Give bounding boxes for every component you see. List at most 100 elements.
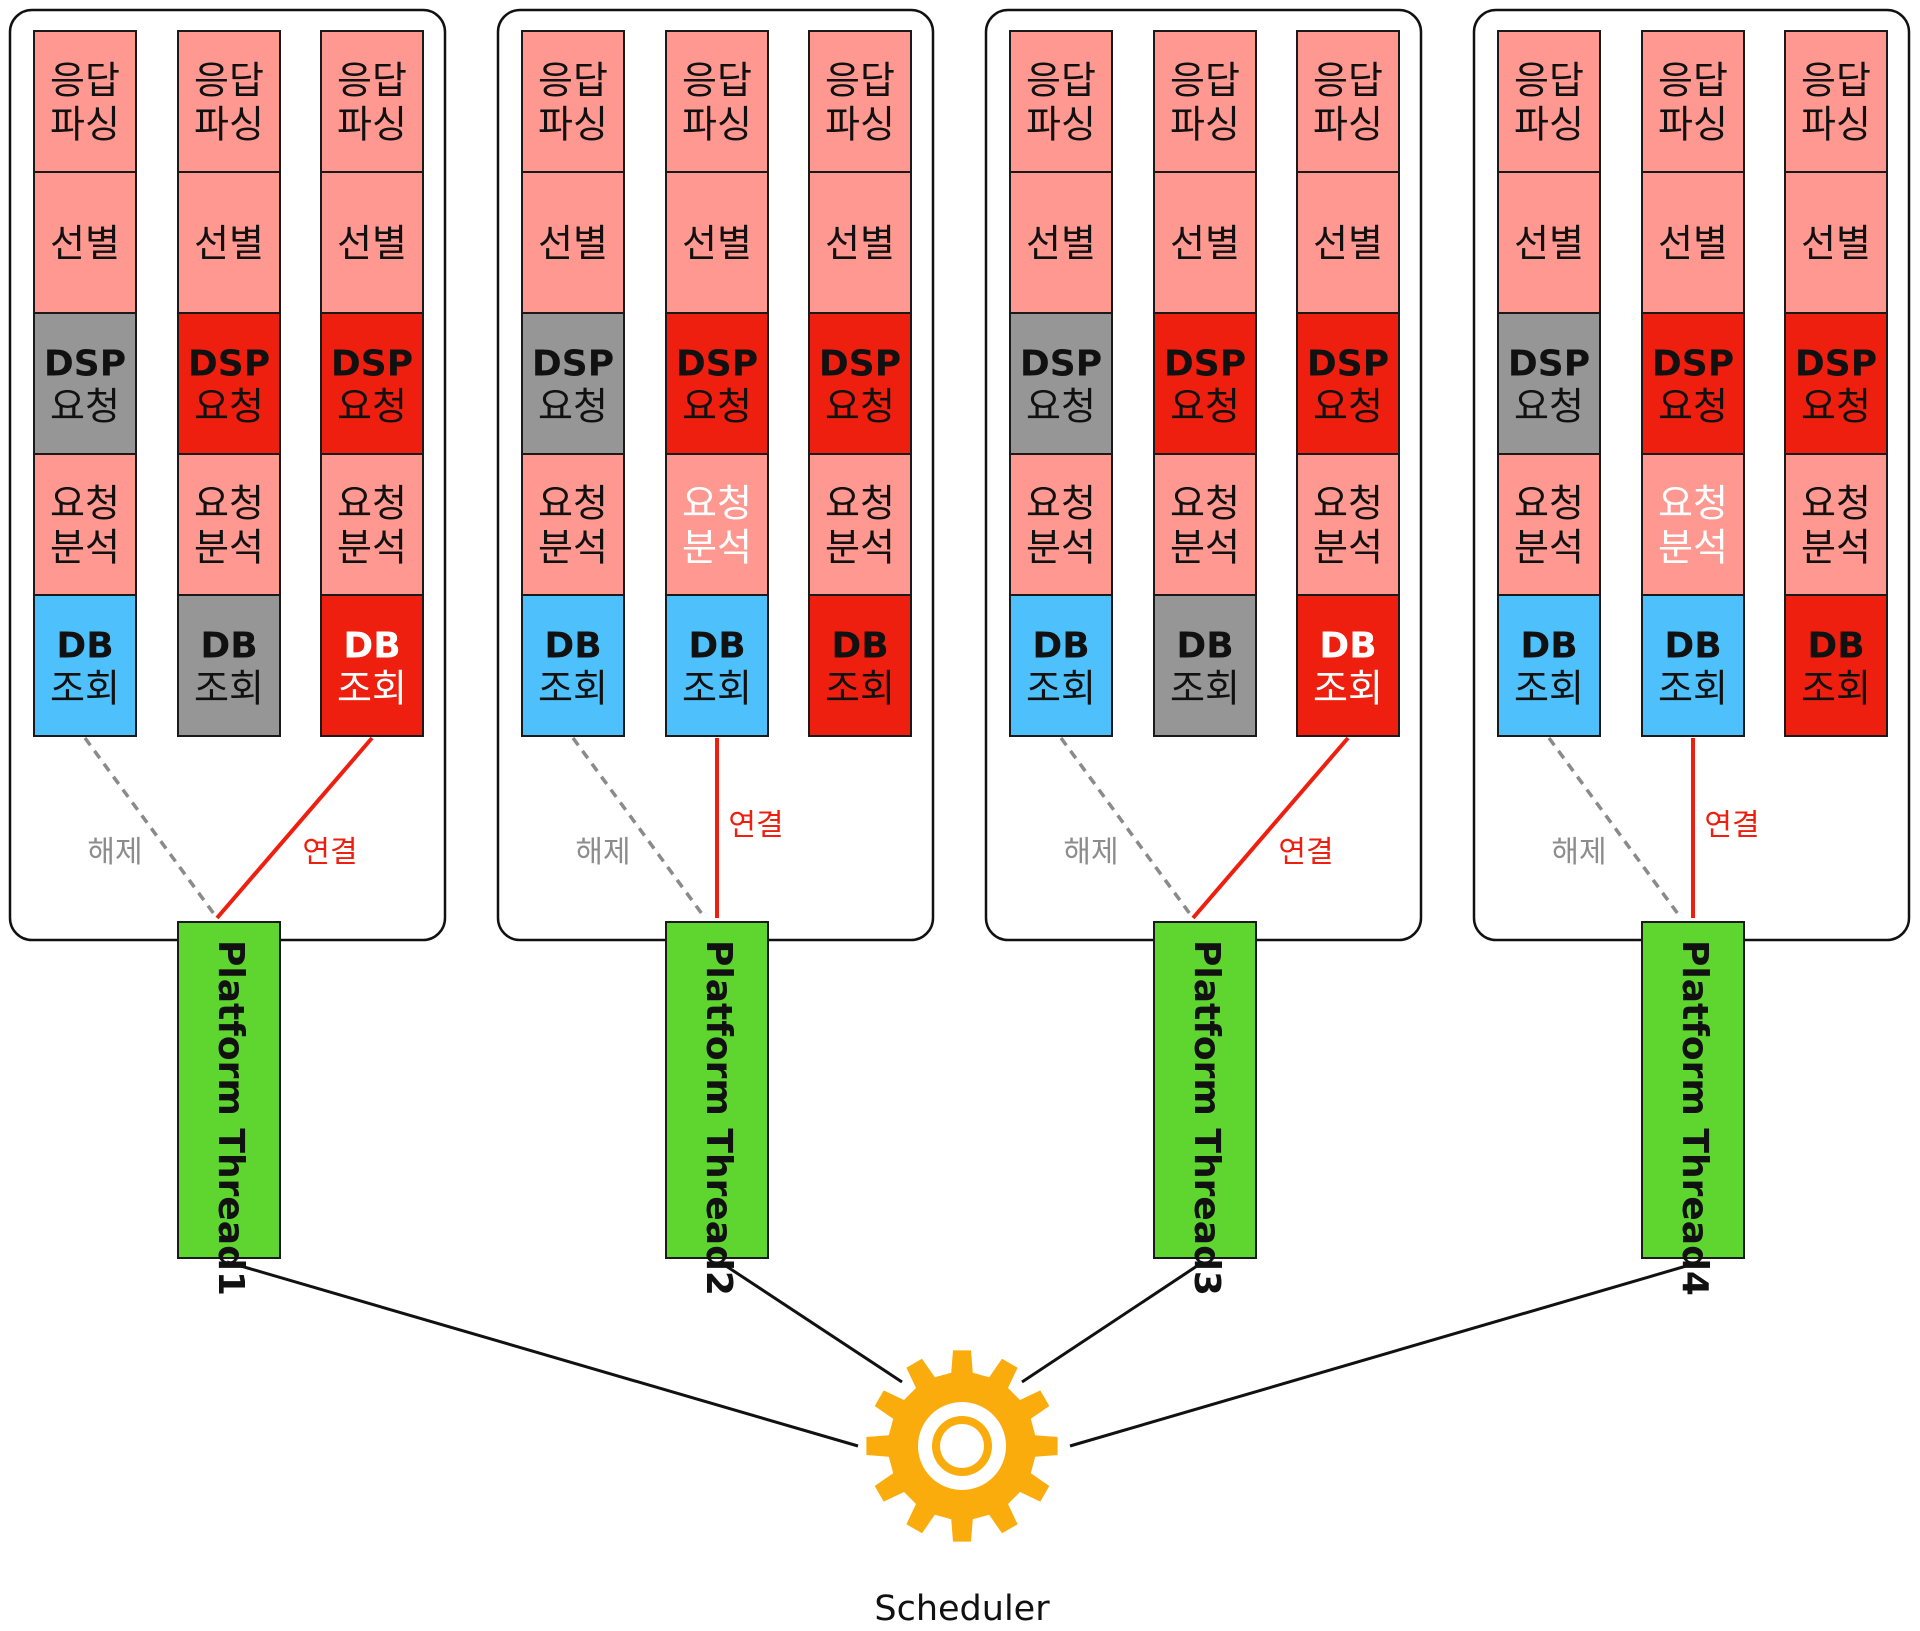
task-cell-box xyxy=(1641,312,1745,455)
connect-label: 연결 xyxy=(728,808,783,843)
task-cell-label: DB xyxy=(1176,626,1233,667)
task-cell-box xyxy=(33,171,137,314)
task-cell-label: 응답 xyxy=(682,59,752,103)
task-cell-label: 조회 xyxy=(1170,667,1240,711)
task-cell-label: 파싱 xyxy=(50,103,120,147)
thread-group-3: 응답파싱선별DSP요청요청분석DB조회응답파싱선별DSP요청요청분석DB조회응답… xyxy=(984,8,1423,1296)
task-cell-label: 파싱 xyxy=(1170,103,1240,147)
task-cell-label: 분석 xyxy=(1170,526,1240,570)
task-cell-label: DB xyxy=(1319,626,1376,667)
task-cell-label: 요청 xyxy=(1313,482,1383,526)
task-cell-box xyxy=(1296,171,1400,314)
task-cell-box xyxy=(33,312,137,455)
task-cell-label: 요청 xyxy=(538,482,608,526)
task-cell-box xyxy=(521,312,625,455)
task-cell-label: DSP xyxy=(1307,344,1389,385)
task-cell-label: 조회 xyxy=(194,667,264,711)
task-cell-box xyxy=(1497,312,1601,455)
task-cell-box xyxy=(1784,171,1888,314)
task-cell-box xyxy=(1296,594,1400,737)
task-cell-label: 파싱 xyxy=(337,103,407,147)
platform-thread-box xyxy=(1641,921,1745,1259)
task-cell-label: 조회 xyxy=(1313,667,1383,711)
task-cell-box xyxy=(1153,312,1257,455)
task-cell-label: 분석 xyxy=(1313,526,1383,570)
task-cell-label: 분석 xyxy=(825,526,895,570)
task-cell-label: 선별 xyxy=(1801,222,1871,266)
task-cell-label: DB xyxy=(1807,626,1864,667)
task-cell-label: DB xyxy=(831,626,888,667)
connect-label: 연결 xyxy=(1704,808,1759,843)
task-cell-label: 응답 xyxy=(1801,59,1871,103)
task-cell-box xyxy=(33,30,137,173)
task-cell-label: DB xyxy=(688,626,745,667)
task-cell-label: 선별 xyxy=(1658,222,1728,266)
task-cell-label: DSP xyxy=(819,344,901,385)
release-label: 해제 xyxy=(87,835,142,870)
task-cell-box xyxy=(1784,594,1888,737)
task-cell-label: DB xyxy=(1664,626,1721,667)
task-cell-box xyxy=(33,594,137,737)
task-cell-label: DB xyxy=(544,626,601,667)
task-cell-box xyxy=(320,594,424,737)
task-cell-box xyxy=(521,30,625,173)
task-cell-label: DSP xyxy=(1164,344,1246,385)
task-cell-label: 조회 xyxy=(1514,667,1584,711)
task-cell-label: 파싱 xyxy=(1026,103,1096,147)
task-cell-label: 요청 xyxy=(50,385,120,429)
task-cell-box xyxy=(1641,594,1745,737)
gear-icon xyxy=(866,1350,1058,1542)
task-cell-box xyxy=(1641,453,1745,596)
task-cell-box xyxy=(665,594,769,737)
task-cell-label: 분석 xyxy=(682,526,752,570)
scheduler-label: Scheduler xyxy=(874,1589,1050,1629)
task-cell-label: DSP xyxy=(676,344,758,385)
task-cell-box xyxy=(320,171,424,314)
task-cell-label: 파싱 xyxy=(1658,103,1728,147)
gear-hole xyxy=(940,1424,984,1468)
scheduler-connector-4 xyxy=(1069,1260,1701,1448)
task-cell-label: 요청 xyxy=(337,385,407,429)
task-cell-label: DSP xyxy=(532,344,614,385)
task-cell-box xyxy=(665,453,769,596)
platform-thread-label: Platform Thread4 xyxy=(1674,940,1715,1296)
task-cell: 선별 xyxy=(808,171,912,314)
task-cell-label: 파싱 xyxy=(538,103,608,147)
task-cell-label: 분석 xyxy=(1801,526,1871,570)
task-cell-label: 응답 xyxy=(1514,59,1584,103)
task-cell-box xyxy=(808,171,912,314)
task-cell-label: DB xyxy=(1032,626,1089,667)
scheduler-connector-2 xyxy=(719,1260,903,1384)
task-cell-label: 파싱 xyxy=(194,103,264,147)
task-cell-box xyxy=(521,453,625,596)
release-label: 해제 xyxy=(1063,835,1118,870)
task-cell-box xyxy=(177,171,281,314)
task-cell-box xyxy=(177,594,281,737)
task-cell-label: 요청 xyxy=(50,482,120,526)
task-cell-label: 조회 xyxy=(1658,667,1728,711)
task-cell-box xyxy=(1784,312,1888,455)
task-cell: 선별 xyxy=(1009,171,1113,314)
thread-group-1: 응답파싱선별DSP요청요청분석DB조회응답파싱선별DSP요청요청분석DB조회응답… xyxy=(8,8,447,1296)
task-cell-label: 요청 xyxy=(1170,482,1240,526)
task-cell-label: 선별 xyxy=(1313,222,1383,266)
task-cell-label: 요청 xyxy=(1801,385,1871,429)
